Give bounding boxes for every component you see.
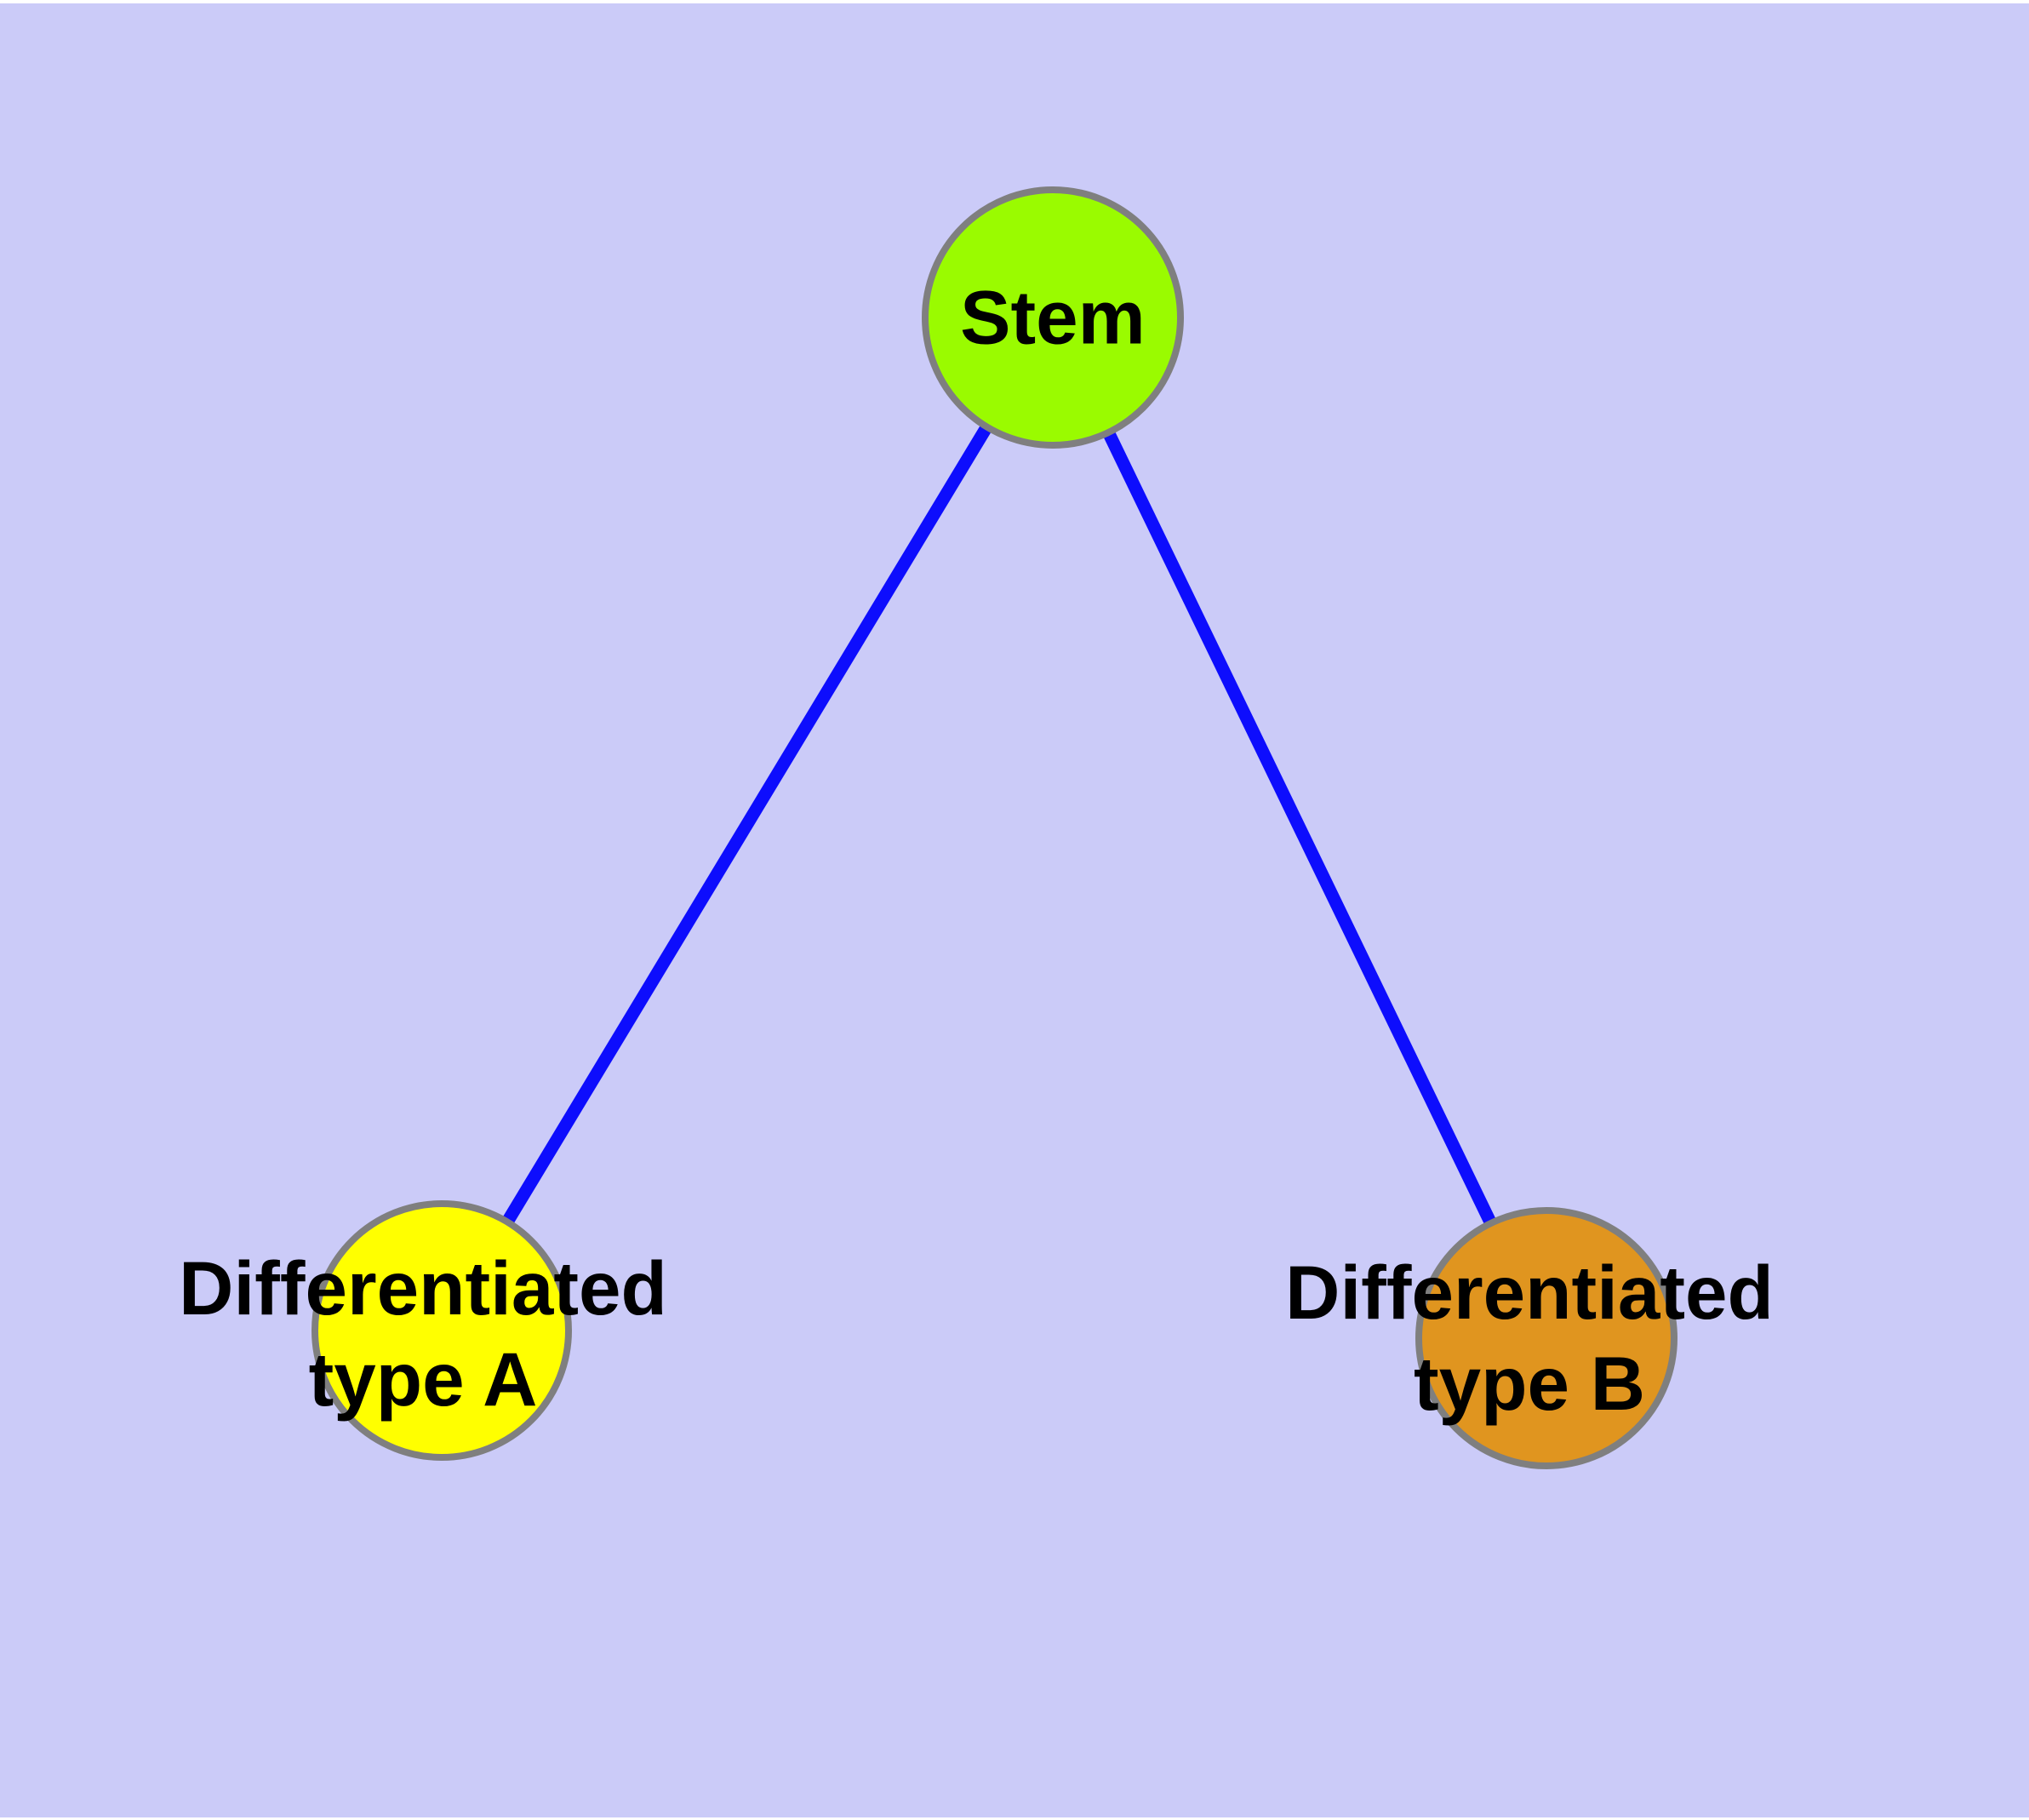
node-label-stem: Stem [960,274,1146,360]
node-differentiated-type-b [1415,1207,1677,1469]
node-differentiated-type-a [311,1200,572,1461]
node-label-differentiated-type-a: Differentiated type A [179,1245,667,1422]
node-stem [922,186,1184,449]
node-label-differentiated-type-b: Differentiated type B [1285,1250,1774,1426]
edge-stem-to-type-a [436,314,1059,1334]
edge-stem-to-type-b [1047,314,1552,1342]
